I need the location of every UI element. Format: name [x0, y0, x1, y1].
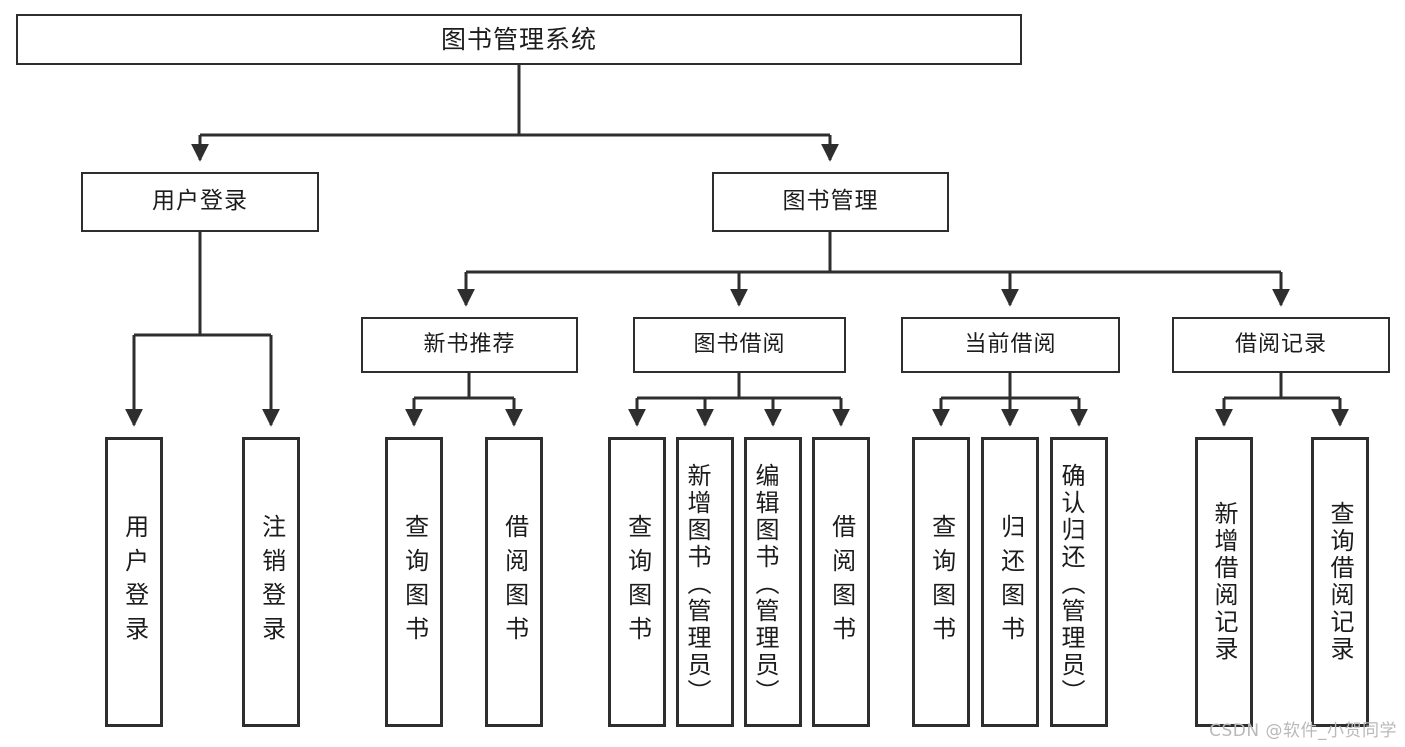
leaf-confirm-return-admin-label: 确认归还（管理员）	[1057, 462, 1085, 706]
leaf-add-borrow-record[interactable]: 新增借阅记录	[1195, 437, 1253, 727]
leaf-query-borrow-record[interactable]: 查询借阅记录	[1311, 437, 1369, 727]
leaf-user-login[interactable]: 用户登录	[105, 437, 163, 727]
leaf-borrow-book[interactable]: 借阅图书	[812, 437, 870, 727]
node-root-system-label: 图书管理系统	[440, 24, 597, 54]
node-current-borrow-label: 当前借阅	[964, 331, 1057, 357]
node-borrow-record[interactable]: 借阅记录	[1172, 317, 1390, 373]
leaf-edit-book-admin-label: 编辑图书（管理员）	[751, 462, 779, 706]
csdn-watermark: CSDN @软件_小贺同学	[1209, 721, 1397, 741]
leaf-query-book-current[interactable]: 查询图书	[912, 437, 970, 727]
leaf-query-book-current-label: 查询图书	[927, 514, 956, 650]
leaf-query-book-recommend[interactable]: 查询图书	[385, 437, 443, 727]
node-book-management[interactable]: 图书管理	[712, 172, 949, 232]
node-user-login[interactable]: 用户登录	[81, 172, 319, 232]
leaf-add-book-admin-label: 新增图书（管理员）	[683, 462, 711, 706]
leaf-return-book[interactable]: 归还图书	[981, 437, 1039, 727]
node-book-management-label: 图书管理	[782, 188, 879, 215]
node-current-borrow[interactable]: 当前借阅	[901, 317, 1120, 373]
leaf-borrow-book-recommend[interactable]: 借阅图书	[485, 437, 543, 727]
node-book-borrow-label: 图书借阅	[693, 331, 786, 357]
node-new-book-recommend[interactable]: 新书推荐	[361, 317, 578, 373]
leaf-query-book-borrow-label: 查询图书	[623, 514, 652, 650]
leaf-user-login-label: 用户登录	[120, 514, 149, 650]
leaf-borrow-book-label: 借阅图书	[827, 514, 856, 650]
leaf-borrow-book-recommend-label: 借阅图书	[500, 514, 529, 650]
leaf-logout-login[interactable]: 注销登录	[242, 437, 300, 727]
leaf-return-book-label: 归还图书	[996, 514, 1025, 650]
leaf-query-book-borrow[interactable]: 查询图书	[608, 437, 666, 727]
leaf-add-borrow-record-label: 新增借阅记录	[1210, 501, 1238, 663]
node-borrow-record-label: 借阅记录	[1234, 331, 1327, 357]
leaf-add-book-admin[interactable]: 新增图书（管理员）	[676, 437, 734, 727]
leaf-edit-book-admin[interactable]: 编辑图书（管理员）	[744, 437, 802, 727]
leaf-query-borrow-record-label: 查询借阅记录	[1326, 501, 1354, 663]
leaf-query-book-recommend-label: 查询图书	[400, 514, 429, 650]
leaf-confirm-return-admin[interactable]: 确认归还（管理员）	[1050, 437, 1108, 727]
node-user-login-label: 用户登录	[152, 188, 248, 215]
node-root-system[interactable]: 图书管理系统	[16, 14, 1022, 65]
node-book-borrow[interactable]: 图书借阅	[633, 317, 846, 373]
leaf-logout-login-label: 注销登录	[257, 514, 286, 650]
node-new-book-recommend-label: 新书推荐	[423, 331, 516, 357]
